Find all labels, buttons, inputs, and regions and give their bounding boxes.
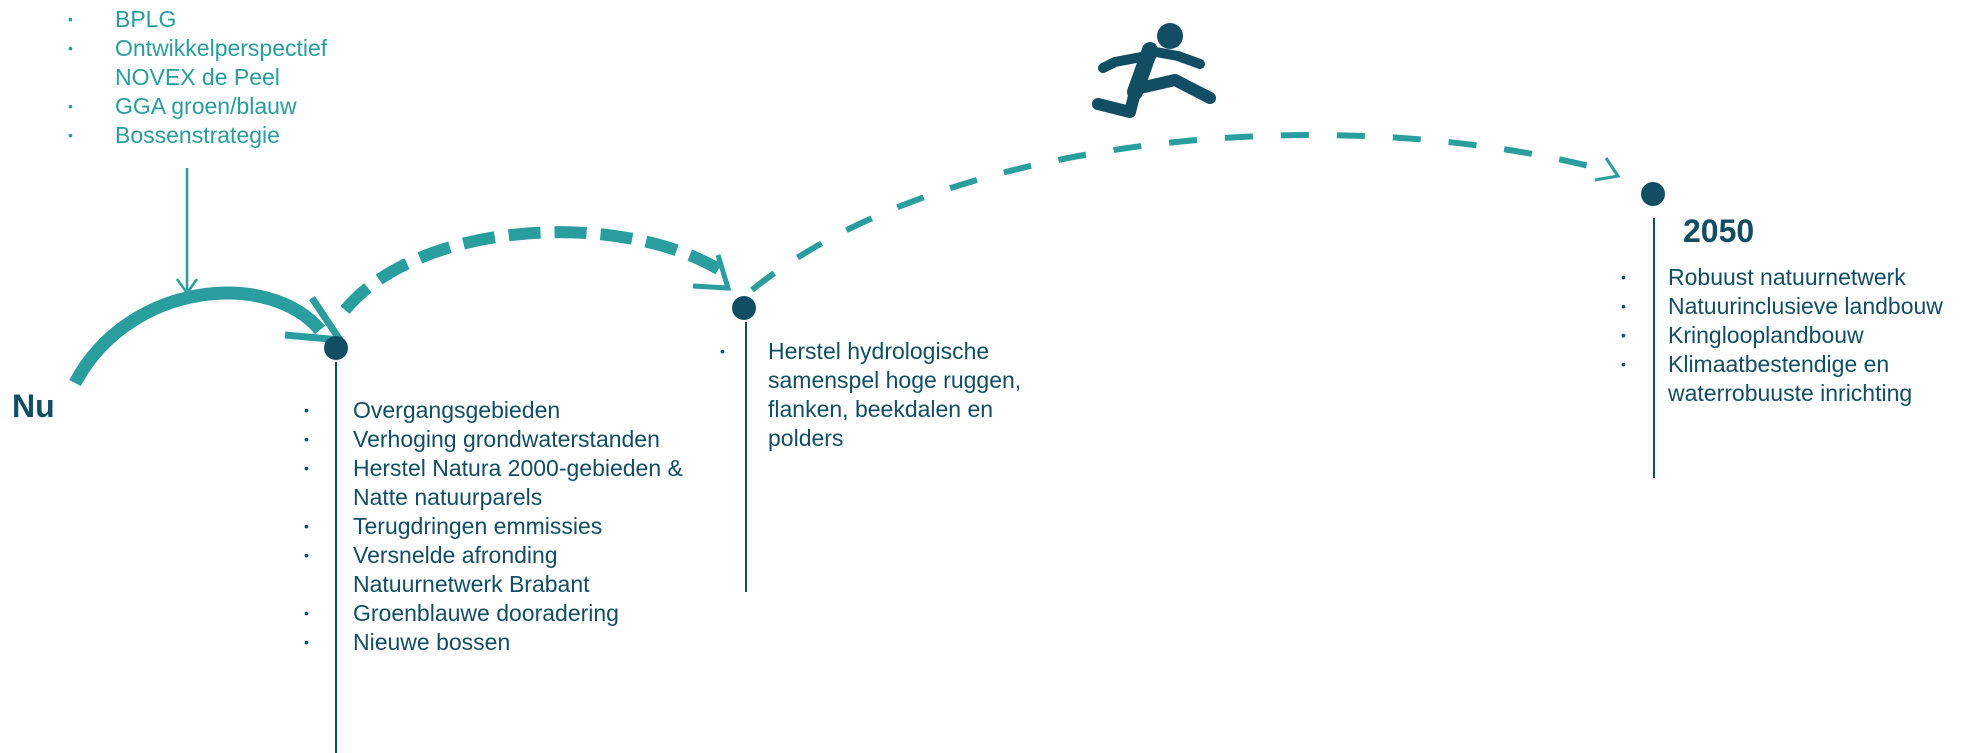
list-item: Terugdringen emmissies <box>304 512 693 541</box>
solid-curve-arrow <box>69 286 347 387</box>
list-item: Overgangsgebieden <box>304 396 693 425</box>
list-item: Herstel hydrologische samenspel hoge rug… <box>720 337 1058 453</box>
inputs-list: BPLG Ontwikkelperspectief NOVEX de Peel … <box>68 5 355 150</box>
list-item: Groenblauwe dooradering <box>304 599 693 628</box>
step2-list: Herstel hydrologische samenspel hoge rug… <box>720 337 1058 453</box>
node-2 <box>732 296 756 592</box>
list-item: Kringlooplandbouw <box>1621 321 1968 350</box>
list-item: Versnelde afronding Natuurnetwerk Braban… <box>304 541 693 599</box>
end-year-label: 2050 <box>1683 213 1755 249</box>
list-item: Verhoging grondwaterstanden <box>304 425 693 454</box>
list-item: Nieuwe bossen <box>304 628 693 657</box>
node-1 <box>324 336 348 753</box>
list-item: Ontwikkelperspectief NOVEX de Peel <box>68 34 355 92</box>
dashed-arc-1 <box>340 226 732 314</box>
list-item: Klimaatbestendige en waterrobuuste inric… <box>1621 350 1968 408</box>
list-item: Natuurinclusieve landbouw <box>1621 292 1968 321</box>
list-item: Bossenstrategie <box>68 121 355 150</box>
start-label: Nu <box>12 388 55 424</box>
list-item: Robuust natuurnetwerk <box>1621 263 1968 292</box>
inputs-arrow <box>175 168 199 296</box>
list-item: GGA groen/blauw <box>68 92 355 121</box>
end-list: Robuust natuurnetwerk Natuurinclusieve l… <box>1621 263 1968 408</box>
node-2050 <box>1641 182 1665 478</box>
runner-jumping-icon <box>1092 23 1216 118</box>
dashed-arc-2 <box>750 132 1621 293</box>
list-item: Herstel Natura 2000-gebieden & Natte nat… <box>304 454 693 512</box>
list-item: BPLG <box>68 5 355 34</box>
step1-list: Overgangsgebieden Verhoging grondwaterst… <box>304 396 693 657</box>
